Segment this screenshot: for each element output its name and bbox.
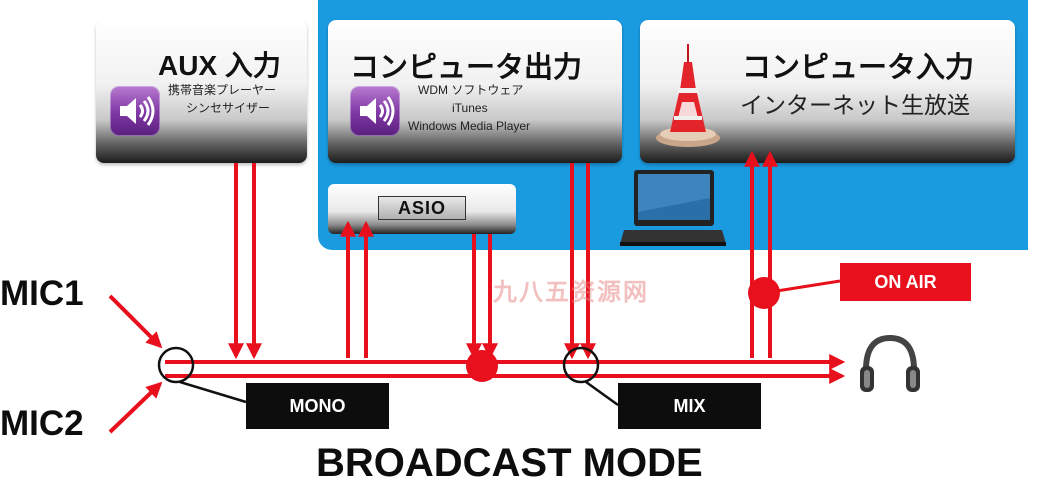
mic2-line <box>108 381 163 434</box>
asio-junction <box>466 350 498 382</box>
computer-input-box: コンピュータ入力 インターネット生放送 <box>640 20 1015 163</box>
mono-connector <box>179 380 247 404</box>
mono-junction <box>157 346 195 384</box>
mix-label: MIX <box>618 383 761 429</box>
computer-output-title: コンピュータ出力 <box>350 52 583 84</box>
computer-output-line3: Windows Media Player <box>408 119 531 133</box>
computer-output-line2: iTunes <box>452 101 488 115</box>
aux-line2: シンセサイザー <box>186 101 271 115</box>
mode-title: BROADCAST MODE <box>316 441 703 485</box>
aux-input-box: AUX 入力 携帯音楽プレーヤー シンセサイザー <box>96 20 307 163</box>
speaker-icon <box>110 86 160 136</box>
mic2-label: MIC2 <box>0 404 84 443</box>
on-air-label: ON AIR <box>840 263 971 301</box>
tower-icon <box>656 44 720 147</box>
watermark: 九八五资源网 <box>493 279 649 306</box>
mic1-label: MIC1 <box>0 274 84 313</box>
onair-junction <box>748 277 780 309</box>
computer-output-line1: WDM ソフトウェア <box>418 83 524 97</box>
headphones-icon <box>860 334 920 392</box>
asio-logo: ASIO <box>378 196 466 220</box>
computer-input-title: コンピュータ入力 <box>742 52 975 84</box>
computer-input-subtitle: インターネット生放送 <box>740 92 970 118</box>
aux-title: AUX 入力 <box>158 50 281 81</box>
mix-connector <box>585 380 619 407</box>
mix-junction <box>562 346 600 384</box>
mic1-line <box>108 294 163 349</box>
mono-label: MONO <box>246 383 389 429</box>
speaker-icon <box>350 86 400 136</box>
laptop-icon <box>620 170 726 246</box>
aux-line1: 携帯音楽プレーヤー <box>168 83 277 97</box>
computer-output-box: コンピュータ出力 WDM ソフトウェア iTunes Windows Media… <box>328 20 622 163</box>
